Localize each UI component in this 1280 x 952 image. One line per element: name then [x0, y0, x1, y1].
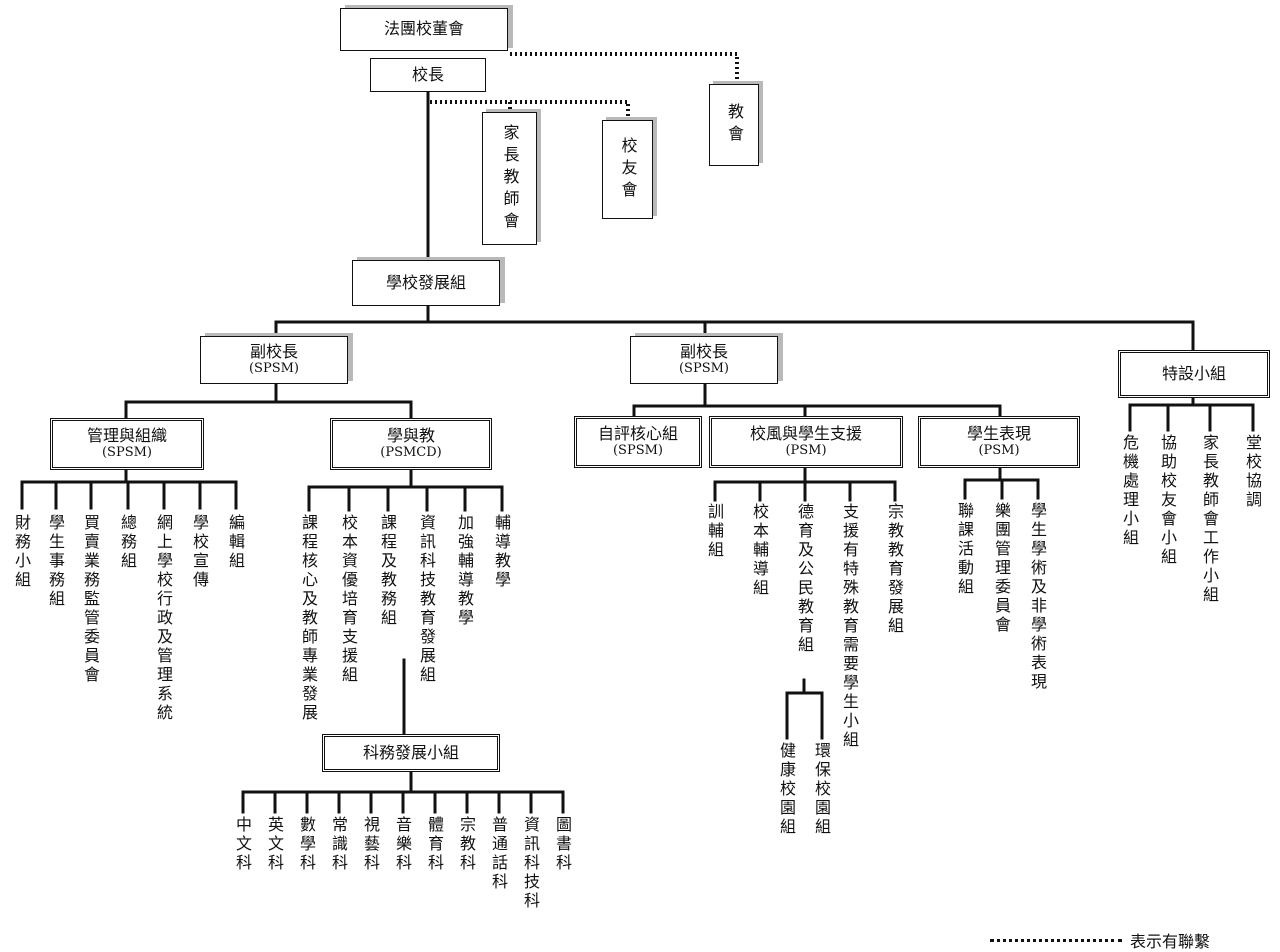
management-item: 學生事務組	[46, 514, 65, 609]
subject-item: 視藝科	[361, 816, 380, 873]
self-eval-sub: (SPSM)	[612, 442, 663, 458]
principal-box: 校長	[370, 58, 486, 92]
subject-item: 中文科	[233, 816, 252, 873]
subject-item: 英文科	[265, 816, 284, 873]
vp-right-box: 副校長 (SPSM)	[630, 336, 778, 384]
principal-label: 校長	[411, 64, 444, 84]
subjects-box: 科務發展小組	[322, 734, 500, 772]
subject-item: 音樂科	[393, 816, 412, 873]
pta-label: 家長教師會	[500, 123, 520, 234]
management-item: 網上學校行政及管理系統	[154, 514, 173, 723]
learning-item: 課程及教務組	[378, 514, 397, 628]
liaison-dotted-lines	[430, 52, 739, 120]
performance-item: 聯課活動組	[955, 502, 974, 597]
management-sub: (SPSM)	[101, 444, 152, 460]
special-item: 協助校友會小組	[1158, 434, 1177, 567]
special-item: 家長教師會工作小組	[1200, 434, 1219, 605]
subject-item: 體育科	[425, 816, 444, 873]
management-title: 管理與組織	[86, 426, 167, 446]
vp-right-sub: (SPSM)	[678, 360, 729, 376]
special-title: 特設小組	[1161, 363, 1226, 383]
pta-box: 家長教師會	[482, 112, 537, 245]
subject-item: 資訊科技科	[521, 816, 540, 911]
vp-left-box: 副校長 (SPSM)	[200, 336, 348, 384]
dev-group-label: 學校發展組	[385, 272, 466, 292]
ethos-sub: (PSM)	[785, 442, 827, 458]
ethos-title: 校風與學生支援	[749, 424, 862, 444]
learning-item: 加強輔導教學	[455, 514, 474, 628]
ethos-item: 支援有特殊教育需要學生小組	[840, 503, 859, 750]
performance-title: 學生表現	[966, 424, 1031, 444]
ethos-box: 校風與學生支援 (PSM)	[709, 416, 903, 468]
subjects-title: 科務發展小組	[362, 742, 459, 762]
management-box: 管理與組織 (SPSM)	[50, 418, 204, 470]
legend: 表示有聯繫	[990, 928, 1210, 952]
church-label: 教會	[725, 103, 744, 147]
learning-title: 學與教	[386, 426, 435, 446]
alumni-label: 校友會	[618, 136, 638, 203]
subject-item: 常識科	[329, 816, 348, 873]
self-eval-box: 自評核心組 (SPSM)	[574, 416, 702, 468]
performance-item: 樂團管理委員會	[992, 502, 1011, 635]
legend-label: 表示有聯繫	[1130, 932, 1211, 951]
learning-item: 校本資優培育支援組	[339, 514, 358, 685]
alumni-box: 校友會	[602, 120, 653, 219]
learning-item: 資訊科技教育發展組	[417, 514, 436, 685]
management-item: 編輯組	[226, 514, 245, 571]
self-eval-title: 自評核心組	[597, 424, 678, 444]
dotted-line-sample	[990, 938, 1122, 942]
performance-box: 學生表現 (PSM)	[918, 416, 1080, 468]
special-item: 堂校協調	[1243, 434, 1262, 510]
subject-item: 宗教科	[457, 816, 476, 873]
vp-left-title: 副校長	[249, 342, 298, 362]
vp-left-sub: (SPSM)	[248, 360, 299, 376]
performance-item: 學生學術及非學術表現	[1028, 502, 1047, 692]
vp-right-title: 副校長	[679, 342, 728, 362]
management-item: 買賣業務監管委員會	[81, 514, 100, 685]
special-item: 危機處理小組	[1120, 434, 1139, 548]
subject-item: 普通話科	[489, 816, 508, 892]
board-label: 法團校董會	[383, 19, 464, 39]
ethos-item: 訓輔組	[705, 503, 724, 560]
ethos-item: 校本輔導組	[750, 503, 769, 598]
subject-item: 數學科	[297, 816, 316, 873]
special-box: 特設小組	[1118, 350, 1270, 398]
performance-sub: (PSM)	[978, 442, 1020, 458]
learning-item: 輔導教學	[492, 514, 511, 590]
moral-sub-item: 健康校園組	[777, 742, 796, 837]
subject-item: 圖書科	[553, 816, 572, 873]
ethos-item: 德育及公民教育組	[795, 503, 814, 655]
management-item: 財務小組	[12, 514, 31, 590]
learning-item: 課程核心及教師專業發展	[299, 514, 318, 723]
ethos-item: 宗教教育發展組	[885, 503, 904, 636]
board-box: 法團校董會	[340, 8, 508, 51]
church-box: 教會	[709, 84, 759, 166]
learning-sub: (PSMCD)	[380, 444, 442, 460]
moral-sub-item: 環保校園組	[812, 742, 831, 837]
management-item: 學校宣傳	[190, 514, 209, 590]
dev-group-box: 學校發展組	[352, 260, 500, 306]
learning-box: 學與教 (PSMCD)	[330, 418, 492, 470]
management-item: 總務組	[118, 514, 137, 571]
